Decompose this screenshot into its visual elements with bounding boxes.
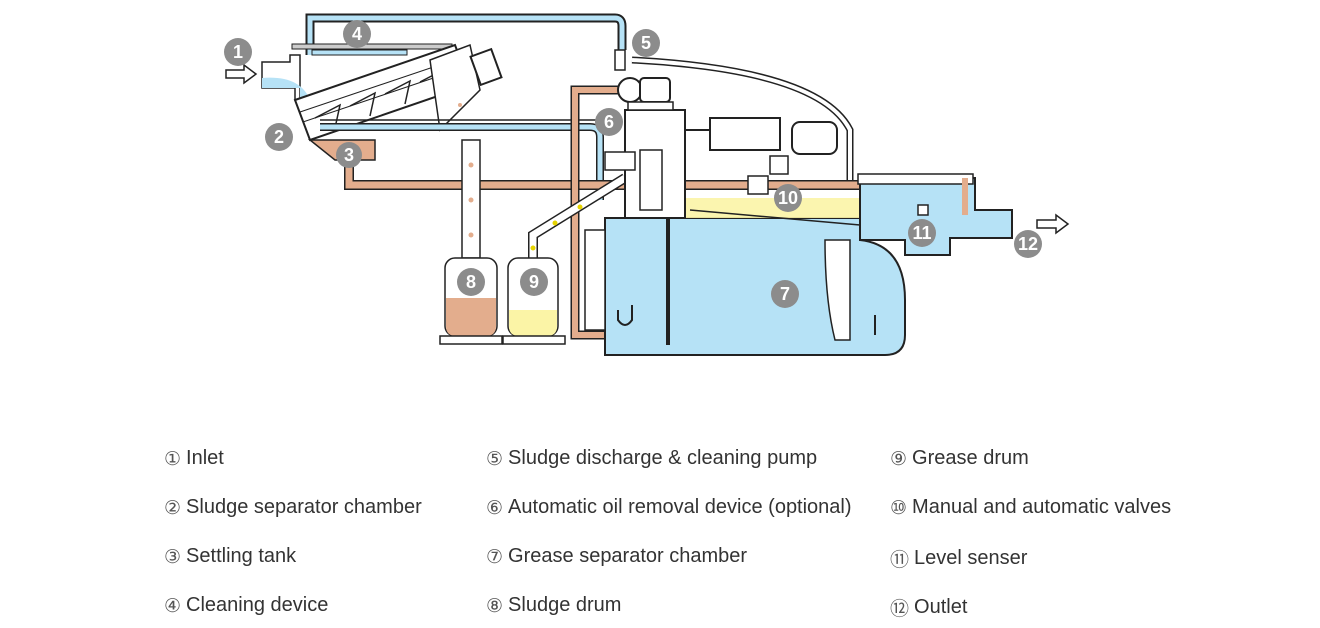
legend-number: ⑦ <box>486 545 504 568</box>
svg-text:5: 5 <box>641 33 651 53</box>
svg-text:10: 10 <box>778 188 798 208</box>
badge-10: 10 <box>774 184 802 212</box>
inlet-channel <box>261 54 301 101</box>
cleaning-device-spray-bar <box>291 43 453 50</box>
svg-text:9: 9 <box>529 272 539 292</box>
svg-text:4: 4 <box>352 24 362 44</box>
outlet-arrow-icon <box>1036 213 1070 235</box>
legend-number: ④ <box>164 594 182 617</box>
legend-label: Outlet <box>914 596 968 618</box>
svg-text:6: 6 <box>604 112 614 132</box>
svg-text:3: 3 <box>344 145 354 165</box>
legend-number: ⑪ <box>890 549 910 571</box>
svg-text:2: 2 <box>274 127 284 147</box>
legend-label: Sludge separator chamber <box>186 496 422 518</box>
grease-separator-chamber <box>584 130 906 356</box>
legend-number: ⑫ <box>890 598 910 620</box>
legend-number: ① <box>164 447 182 470</box>
badge-5: 5 <box>632 29 660 57</box>
legend-label: Grease drum <box>912 447 1029 469</box>
svg-text:7: 7 <box>780 284 790 304</box>
oil-removal-device <box>604 109 838 219</box>
badge-11: 11 <box>908 219 936 247</box>
svg-text:11: 11 <box>912 223 931 243</box>
badge-8: 8 <box>457 268 485 296</box>
inlet-arrow-icon <box>225 63 258 85</box>
legend-label: Sludge drum <box>508 594 622 616</box>
legend-label: Sludge discharge & cleaning pump <box>508 447 818 469</box>
badge-4: 4 <box>343 20 371 48</box>
legend-number: ⑥ <box>486 496 504 519</box>
legend-label: Inlet <box>186 447 224 469</box>
svg-text:8: 8 <box>466 272 476 292</box>
sludge-separator-chamber <box>293 43 503 142</box>
badge-12: 12 <box>1014 230 1042 258</box>
legend-number: ⑩ <box>890 496 908 519</box>
manual-automatic-valves <box>747 155 789 195</box>
legend-number: ⑨ <box>890 447 908 470</box>
svg-text:1: 1 <box>233 42 243 62</box>
legend-number: ⑧ <box>486 594 504 617</box>
legend-label: Automatic oil removal device (optional) <box>508 496 852 518</box>
legend-label: Manual and automatic valves <box>912 496 1172 518</box>
legend-label: Level senser <box>914 547 1028 569</box>
legend-label: Cleaning device <box>186 594 329 616</box>
badge-2: 2 <box>265 123 293 151</box>
badge-6: 6 <box>595 108 623 136</box>
legend-label: Settling tank <box>186 545 297 567</box>
svg-text:12: 12 <box>1018 234 1038 254</box>
outlet-chamber <box>857 173 1013 256</box>
badge-3: 3 <box>336 142 362 168</box>
legend-label: Grease separator chamber <box>508 545 748 567</box>
badge-7: 7 <box>771 280 799 308</box>
badge-9: 9 <box>520 268 548 296</box>
legend-number: ⑤ <box>486 447 504 470</box>
sludge-discharge-cleaning-pump <box>614 49 674 111</box>
legend-number: ② <box>164 496 182 519</box>
badge-1: 1 <box>224 38 252 66</box>
legend-number: ③ <box>164 545 182 568</box>
